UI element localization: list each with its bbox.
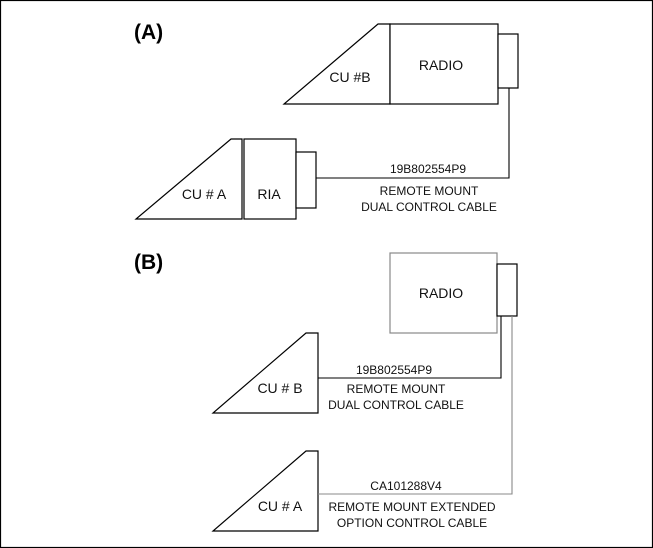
section-b-cable-2-line2: OPTION CONTROL CABLE (337, 516, 487, 530)
section-b-cable-1-line1: REMOTE MOUNT (347, 382, 446, 396)
section-b-cable-2-line1: REMOTE MOUNT EXTENDED (328, 500, 495, 514)
section-a-cable-line2: DUAL CONTROL CABLE (361, 200, 497, 214)
section-a-cable-part: 19B802554P9 (390, 162, 466, 176)
section-b-cu-a-label: CU # A (258, 498, 303, 514)
section-b-radio-label: RADIO (419, 285, 463, 301)
section-a-cu-b-label: CU #B (329, 69, 370, 85)
section-a-ria-connector (296, 152, 316, 208)
section-b-cable-1-line2: DUAL CONTROL CABLE (328, 398, 464, 412)
section-a-ria-unit (244, 139, 296, 219)
section-a-radio-label: RADIO (419, 57, 463, 73)
section-b-cable-2-part: CA101288V4 (370, 479, 442, 493)
section-b-label: (B) (134, 251, 163, 274)
section-a-label: (A) (134, 21, 163, 44)
section-a-cu-a-label: CU # A (182, 186, 227, 202)
section-b-radio-connector (497, 264, 517, 316)
section-b-cable-1-part: 19B802554P9 (356, 363, 432, 377)
section-a-radio-connector (498, 34, 518, 88)
section-b-cu-b-label: CU # B (257, 380, 302, 396)
section-a-cable-line1: REMOTE MOUNT (380, 184, 479, 198)
section-a-ria-label: RIA (257, 186, 281, 202)
